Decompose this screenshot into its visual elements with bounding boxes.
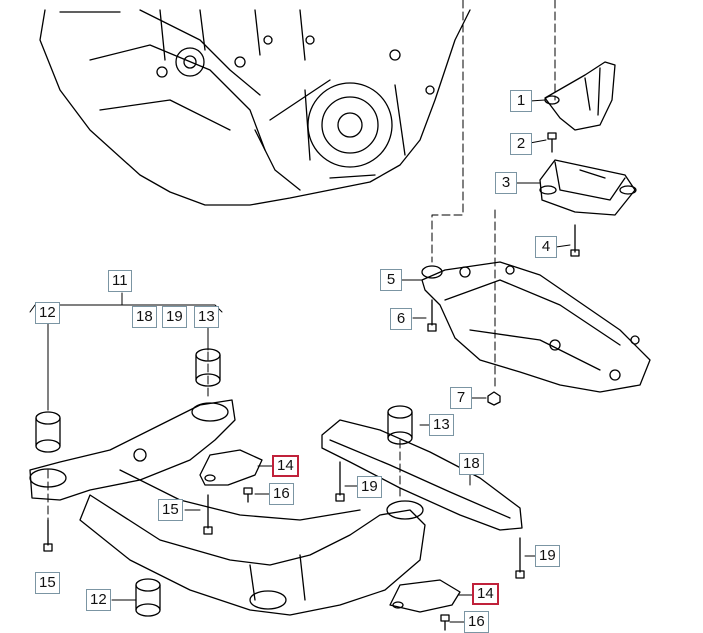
bushing-12b <box>135 578 161 617</box>
callout-16-low[interactable]: 16 <box>464 611 489 633</box>
callout-13-top[interactable]: 13 <box>194 306 219 328</box>
nut-7 <box>487 391 501 406</box>
alignment-lines <box>47 0 556 521</box>
callout-3[interactable]: 3 <box>495 172 517 194</box>
bolt-19a <box>335 461 345 502</box>
callout-2[interactable]: 2 <box>510 133 532 155</box>
callout-14-highlight-low[interactable]: 14 <box>472 583 499 605</box>
brace-18 <box>321 419 523 531</box>
callout-4[interactable]: 4 <box>535 236 557 258</box>
bolt-15a <box>203 494 213 535</box>
leader-lines <box>29 99 571 623</box>
bracket-14a <box>199 449 263 486</box>
callout-6[interactable]: 6 <box>390 308 412 330</box>
bolt-19b <box>515 537 525 579</box>
callout-16-top[interactable]: 16 <box>269 483 294 505</box>
subframe <box>29 399 426 616</box>
callout-15-low[interactable]: 15 <box>35 572 60 594</box>
bolt-4 <box>570 224 580 257</box>
callout-11[interactable]: 11 <box>108 270 132 292</box>
callout-7[interactable]: 7 <box>450 387 472 409</box>
callout-1[interactable]: 1 <box>510 90 532 112</box>
callout-18-mid[interactable]: 18 <box>459 453 484 475</box>
callout-15-mid[interactable]: 15 <box>158 499 183 521</box>
callout-14-highlight-top[interactable]: 14 <box>272 455 299 477</box>
bolt-16b <box>440 614 450 631</box>
bolt-16a <box>243 487 253 503</box>
bracket-14b <box>389 579 461 613</box>
callout-19-mid[interactable]: 19 <box>357 476 382 498</box>
transmission-crossmember <box>421 261 651 393</box>
transmission-housing <box>39 9 471 206</box>
bolt-6 <box>427 299 437 332</box>
bolt-15b <box>43 519 53 552</box>
callout-12-top[interactable]: 12 <box>35 302 60 324</box>
mount-bracket <box>544 61 616 131</box>
callout-18-top[interactable]: 18 <box>132 306 157 328</box>
transmission-mount <box>539 159 637 216</box>
callout-19-top[interactable]: 19 <box>162 306 187 328</box>
callout-12-low[interactable]: 12 <box>86 589 111 611</box>
callout-19-low[interactable]: 19 <box>535 545 560 567</box>
bolt-2 <box>547 132 557 153</box>
callout-5[interactable]: 5 <box>380 269 402 291</box>
callout-13-mid[interactable]: 13 <box>429 414 454 436</box>
bushing-12a <box>35 411 61 453</box>
